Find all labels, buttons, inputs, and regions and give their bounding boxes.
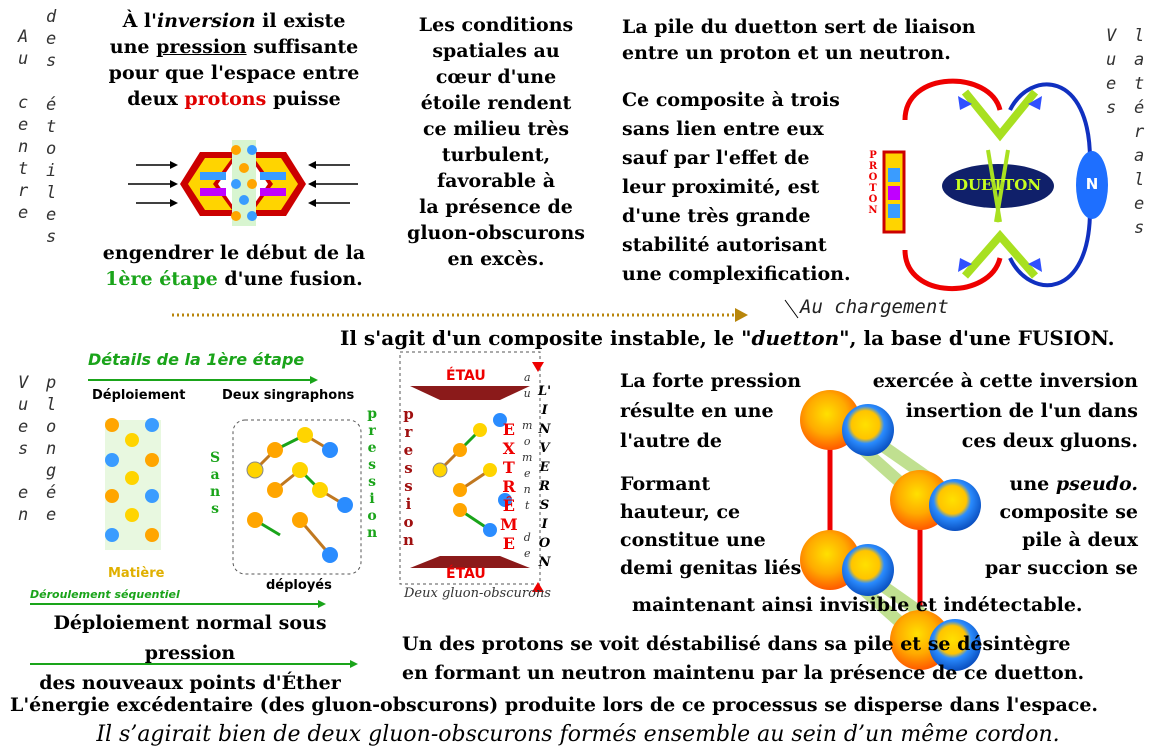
right-bottom-line: maintenant ainsi invisible et indétectab… (632, 594, 1083, 616)
etau-top-jaw (410, 386, 530, 400)
dotted-arrow (172, 299, 799, 322)
neutron-ellipse (1076, 151, 1108, 219)
top-right-heading: La pile du duetton sert de liaison entre… (622, 16, 976, 64)
top-left-bottom-text: engendrer le début de la 1ère étape d'un… (102, 242, 366, 290)
etau-top-label: ÉTAU (446, 368, 486, 384)
etau-bottom-label: ÉTAU (446, 566, 486, 582)
top-left-text: À l'inversion il existe une pression suf… (108, 10, 360, 110)
proton-label: PROTON (868, 150, 878, 216)
duetton-ellipse (942, 164, 1054, 208)
details-bottom-text: Déploiement normal sous pression des nou… (39, 612, 341, 694)
etau-bottom-jaw (410, 556, 530, 568)
deployes-label: déployés (266, 578, 332, 593)
bottom-energy-line: L'énergie excédentaire (des gluon-obscur… (10, 694, 1099, 716)
etau-figure (399, 351, 544, 592)
deploiement-label: Déploiement (92, 388, 186, 403)
matiere-label: Matière (108, 566, 165, 581)
deployment-lattice (30, 376, 362, 668)
details-title: Détails de la 1ère étape (88, 350, 305, 369)
duetton-figure (882, 78, 1108, 291)
deux-singraphons-label: Deux singraphons (222, 388, 355, 403)
gluon-pile-figure (800, 390, 981, 671)
au-chargement-label: Au chargement (800, 296, 949, 318)
duetton-label: DUETTON (954, 176, 1042, 194)
neutron-label: N (1085, 175, 1099, 193)
arrows-right (308, 161, 358, 207)
arrows-left (128, 161, 178, 207)
deroulement-label: Déroulement séquentiel (30, 588, 180, 601)
bottom-conclusion: Il s’agirait bien de deux gluon-obscuron… (96, 722, 1060, 747)
protons-compression-figure (128, 140, 358, 226)
bottom-explanation: Un des protons se voit déstabilisé dans … (402, 633, 1085, 684)
main-title: Il s'agit d'un composite instable, le "d… (340, 326, 1115, 350)
deux-gluon-caption: Deux gluon-obscurons (404, 586, 551, 601)
